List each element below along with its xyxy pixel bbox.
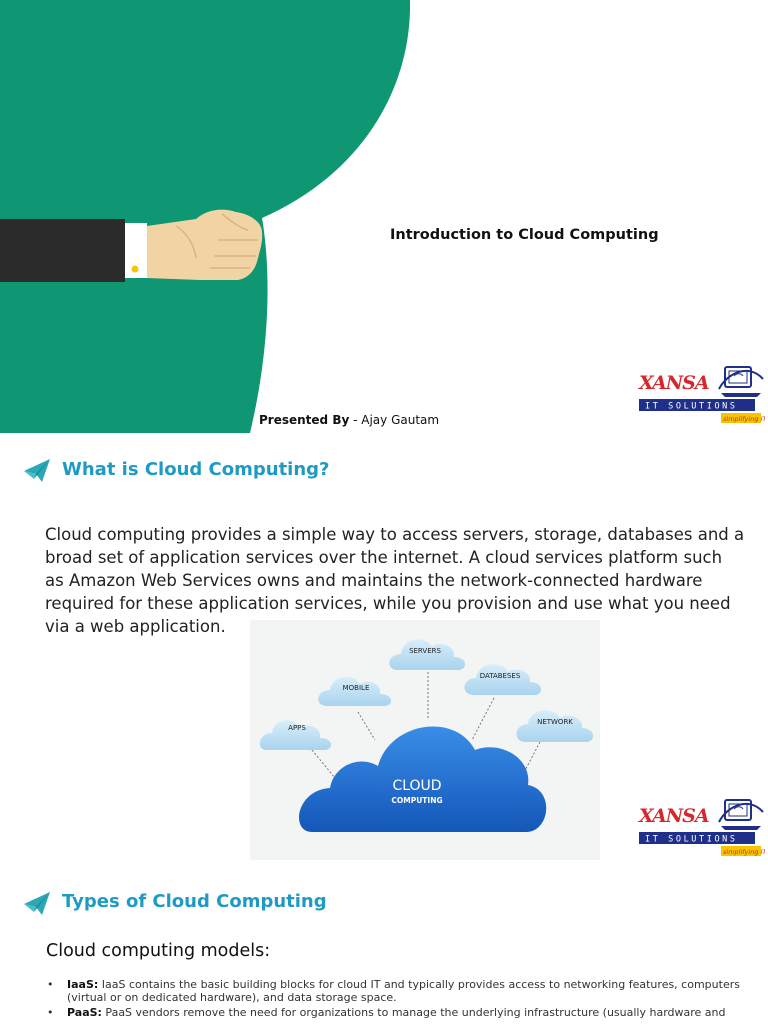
xansa-logo: XANSA IT SOLUTIONS simplifying IT [637, 363, 765, 427]
logo-tagline-text: IT SOLUTIONS [645, 402, 738, 412]
cufflink [131, 265, 139, 273]
logo-brand-text: XANSA [638, 805, 709, 827]
list-item: IaaS: IaaS contains the basic building b… [45, 978, 750, 1004]
logo-slogan-text: simplifying IT [723, 848, 765, 856]
node-label-network: NETWORK [537, 718, 573, 726]
main-cloud-shape [299, 726, 547, 832]
bullet-text: PaaS vendors remove the need for organiz… [101, 1006, 726, 1019]
hand-fist [147, 209, 263, 280]
presenter-separator: - [349, 413, 362, 427]
node-label-apps: APPS [288, 724, 306, 732]
presenter-name: Ajay Gautam [361, 413, 440, 427]
definition-paragraph: Cloud computing provides a simple way to… [45, 525, 745, 636]
paper-plane-icon [24, 892, 50, 915]
what-is-cloud-slide: What is Cloud Computing? Cloud computing… [0, 433, 768, 865]
hand-holding-blob-illustration [0, 0, 411, 433]
presenter-line: Presented By - Ajay Gautam [259, 413, 439, 427]
models-subheading: Cloud computing models: [46, 941, 271, 961]
apps-cloud [259, 720, 332, 750]
bullet-term: PaaS: [67, 1006, 102, 1019]
logo-brand-text: XANSA [638, 372, 709, 394]
list-item: PaaS: PaaS vendors remove the need for o… [45, 1006, 750, 1019]
servers-cloud [389, 639, 466, 670]
cloud-center-title: CLOUD [392, 778, 441, 794]
cloud-center-subtitle: COMPUTING [391, 796, 442, 805]
section-heading: What is Cloud Computing? [62, 459, 330, 480]
bullet-text: IaaS contains the basic building blocks … [67, 978, 740, 1004]
node-label-mobile: MOBILE [343, 684, 370, 692]
logo-tagline-text: IT SOLUTIONS [645, 835, 738, 845]
network-cloud [516, 710, 594, 742]
paper-plane-icon [24, 459, 50, 482]
mobile-cloud [318, 677, 392, 706]
xansa-logo: XANSA IT SOLUTIONS simplifying IT [637, 796, 765, 860]
logo-slogan-text: simplifying IT [723, 415, 765, 423]
bullet-term: IaaS: [67, 978, 99, 991]
suit-sleeve [0, 219, 125, 282]
node-label-servers: SERVERS [409, 647, 441, 655]
presentation-title: Introduction to Cloud Computing [390, 227, 659, 243]
title-slide: Introduction to Cloud Computing Presente… [0, 0, 768, 433]
section-heading: Types of Cloud Computing [62, 891, 327, 912]
models-list: IaaS: IaaS contains the basic building b… [45, 978, 750, 1021]
shirt-cuff [125, 223, 147, 278]
types-of-cloud-slide: Types of Cloud Computing Cloud computing… [0, 865, 768, 1024]
node-label-databases: DATABESES [480, 672, 521, 680]
presented-by-label: Presented By [259, 413, 350, 427]
cloud-diagram: CLOUD COMPUTING APPS MOBILE SERVERS DATA… [250, 620, 600, 860]
databases-cloud [464, 664, 542, 695]
